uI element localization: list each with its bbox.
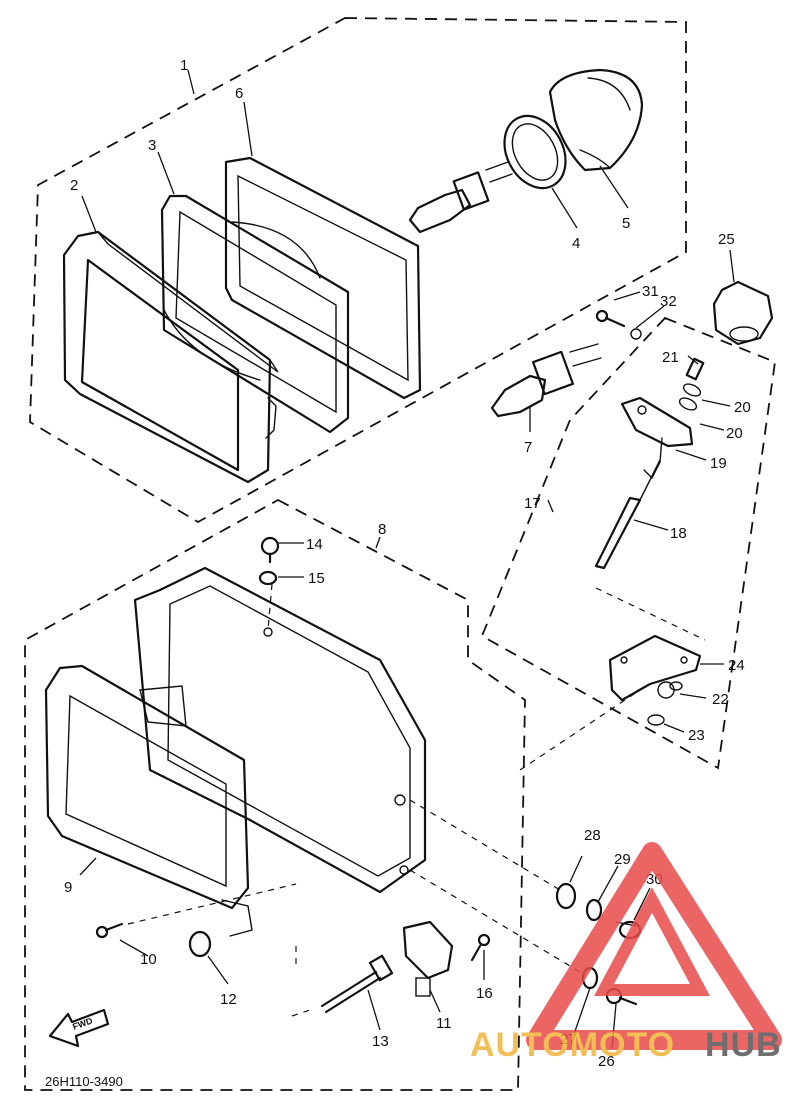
ring-part-4 [503, 114, 567, 190]
bracket-part-24 [608, 634, 702, 702]
housing-part-8 [133, 566, 427, 894]
group-1-outline [29, 17, 687, 524]
label-18: 18 [670, 525, 687, 542]
group-17-outline [480, 316, 776, 770]
rim-part-9 [44, 664, 253, 937]
label-20b: 20 [726, 425, 743, 442]
screw-16 [470, 933, 491, 962]
label-19: 19 [710, 455, 727, 472]
bulb-upper [408, 161, 513, 234]
label-5: 5 [622, 215, 630, 232]
part-labels: 1 2 3 4 5 6 7 8 9 10 11 12 13 14 15 16 1… [64, 57, 751, 1070]
label-2: 2 [70, 177, 78, 194]
watermark-text-automoto: AUTOMOTO [470, 1026, 675, 1064]
label-15: 15 [308, 570, 325, 587]
bracket-part-19 [620, 396, 694, 480]
cap-part-25 [712, 280, 774, 346]
diagram-code: 26H110-3490 [45, 1074, 123, 1089]
leader-lines [79, 69, 735, 1049]
screw-10 [95, 922, 124, 939]
label-23: 23 [688, 727, 705, 744]
label-7: 7 [524, 439, 532, 456]
small-parts-17-group [647, 357, 705, 726]
rubber-cover-part-5 [548, 68, 644, 172]
lens-part-3 [160, 194, 350, 434]
nut-11 [402, 920, 454, 997]
rim-part-2 [62, 230, 279, 484]
label-32: 32 [660, 293, 677, 310]
label-11: 11 [436, 1015, 452, 1032]
label-6: 6 [235, 85, 243, 102]
label-14: 14 [306, 536, 323, 553]
label-16: 16 [476, 985, 493, 1002]
label-8: 8 [378, 521, 386, 538]
label-17: 17 [524, 495, 541, 512]
gasket-part-6 [224, 156, 422, 400]
label-29: 29 [614, 851, 631, 868]
label-4: 4 [572, 235, 580, 252]
label-12: 12 [220, 991, 237, 1008]
washer-32 [630, 328, 642, 340]
label-22: 22 [712, 691, 729, 708]
bolt-13 [320, 954, 394, 1014]
group-8-outline [24, 498, 526, 1091]
grommet-12 [188, 930, 212, 958]
label-10: 10 [140, 951, 157, 968]
bulb-part-7 [490, 343, 602, 418]
adjust-screw-part-18 [594, 459, 661, 570]
label-25: 25 [718, 231, 735, 248]
alignment-lines [127, 583, 706, 1017]
label-3: 3 [148, 137, 156, 154]
label-20a: 20 [734, 399, 751, 416]
screw-14 [260, 536, 280, 564]
washer-15 [258, 570, 278, 586]
label-28: 28 [584, 827, 601, 844]
label-24: 24 [728, 657, 745, 674]
fwd-arrow-icon: FWD [48, 1008, 110, 1048]
label-26: 26 [598, 1053, 615, 1070]
grommet-28 [555, 882, 577, 910]
label-31: 31 [642, 283, 659, 300]
label-21: 21 [662, 349, 679, 366]
label-13: 13 [372, 1033, 389, 1050]
washer-29 [585, 898, 603, 922]
screw-31 [595, 309, 626, 328]
label-9: 9 [64, 879, 72, 896]
watermark-text-hub: HUB [705, 1026, 782, 1064]
automotohub-watermark-logo: AUTOMOTO HUB [470, 842, 782, 1064]
label-1: 1 [180, 57, 188, 74]
